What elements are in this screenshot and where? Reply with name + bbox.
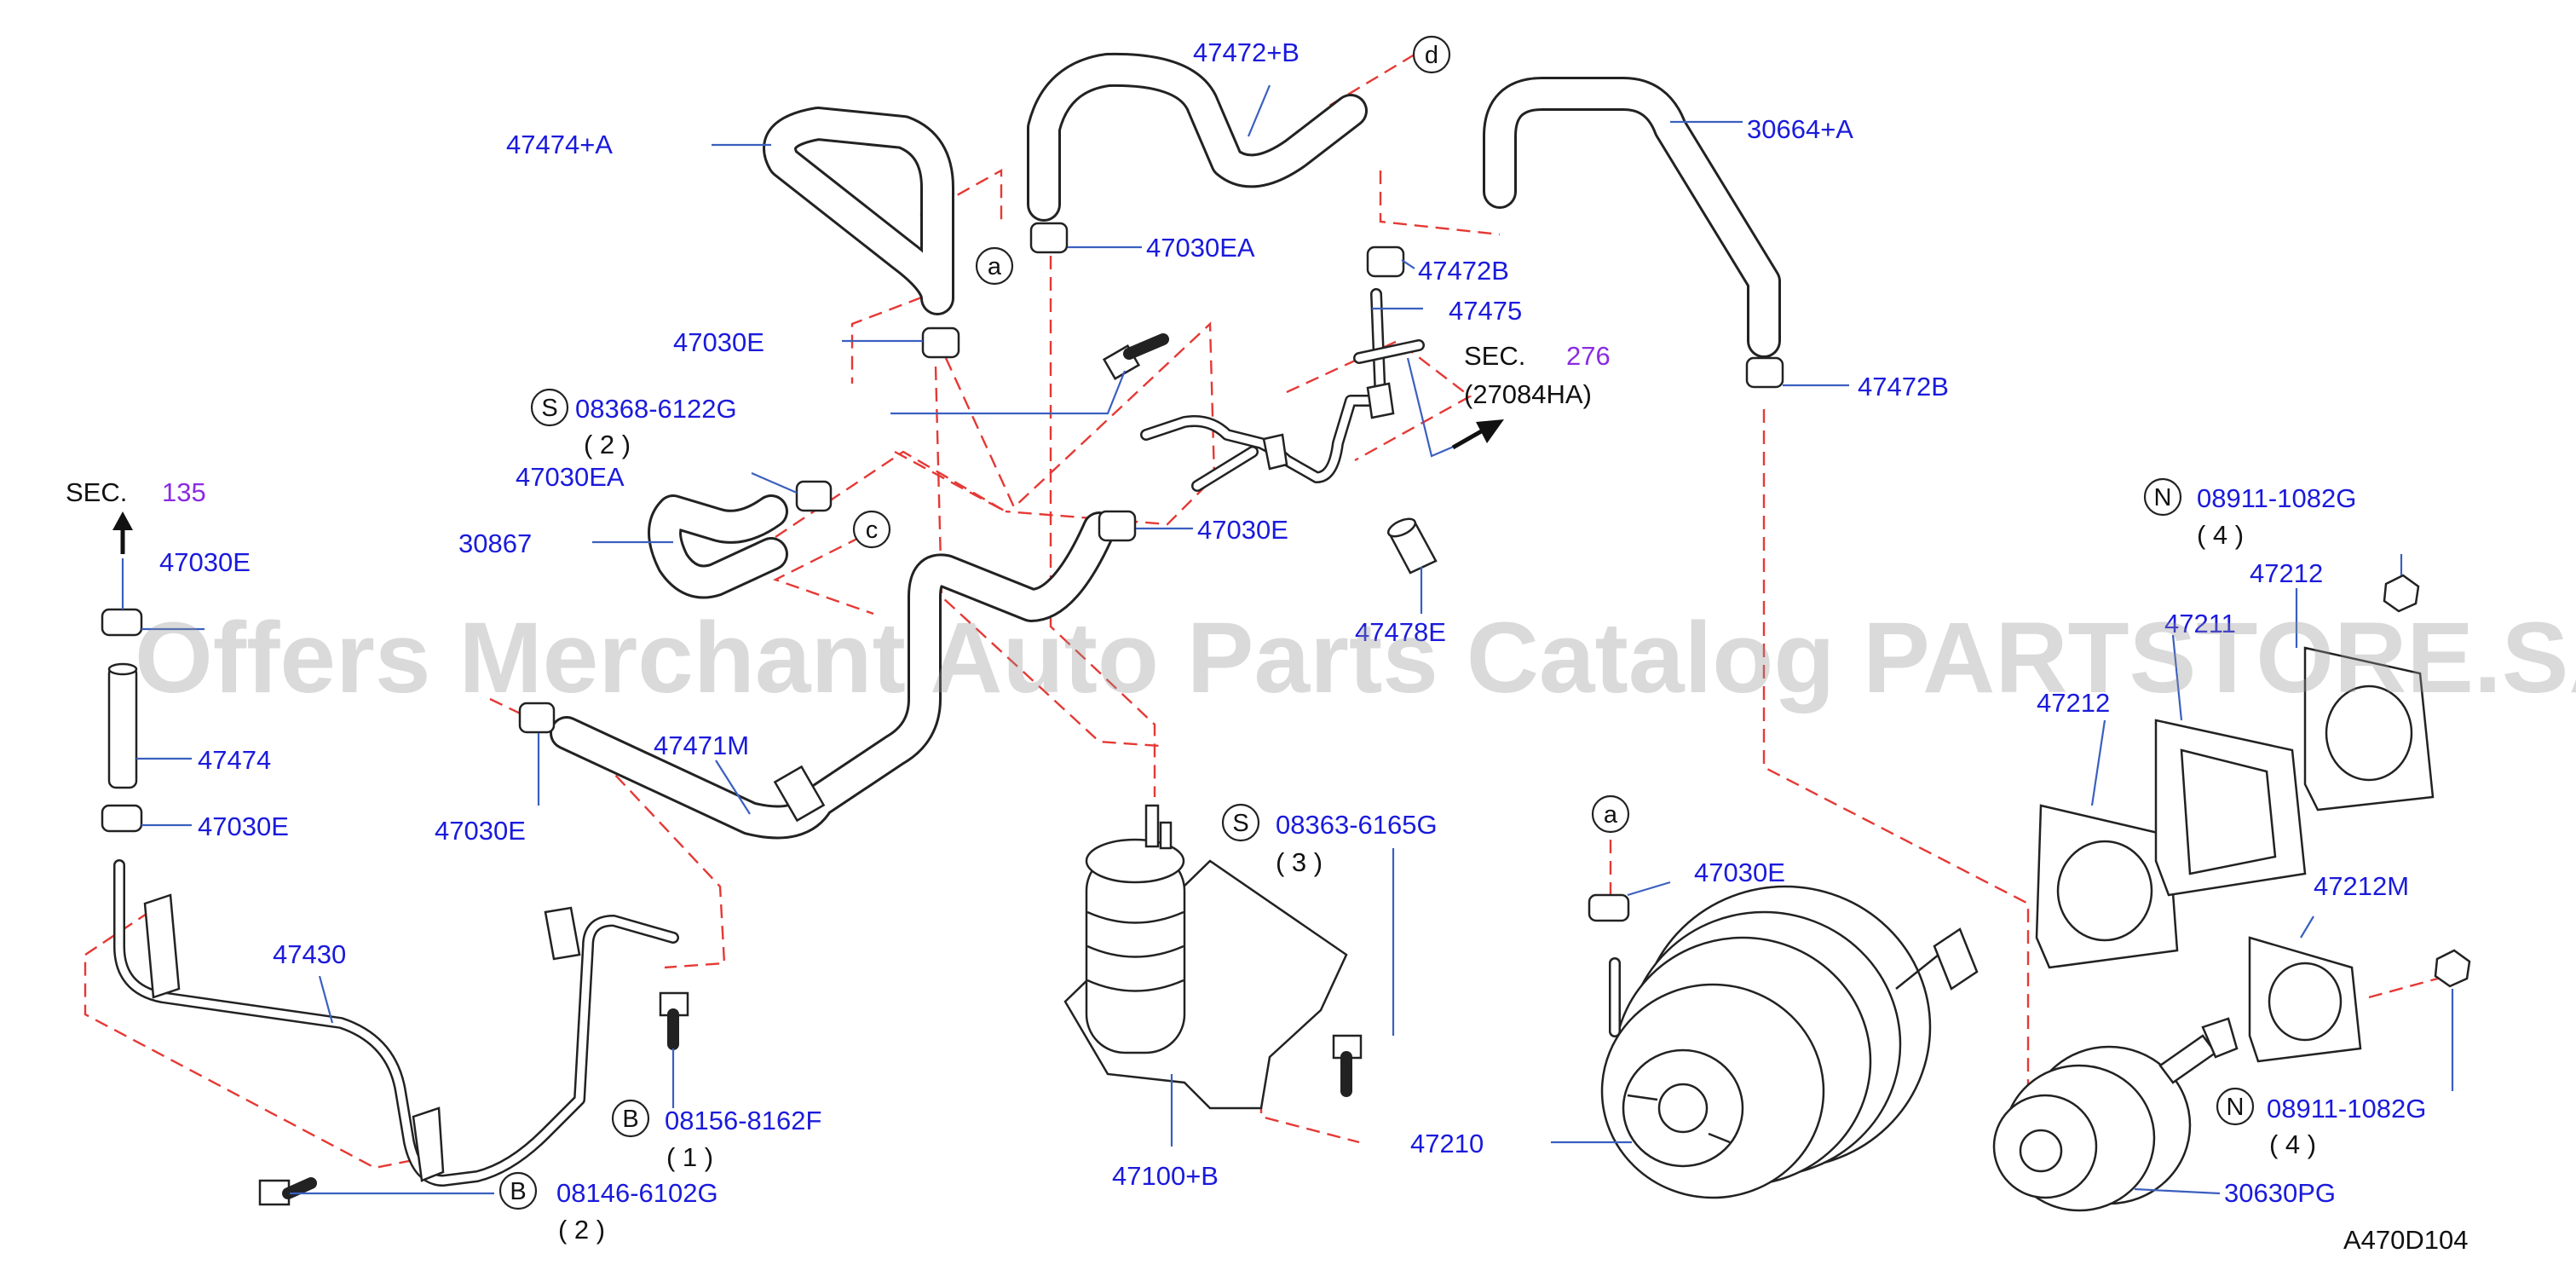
canister-47100b	[1063, 804, 1348, 1110]
hose-30664-a	[1483, 77, 1781, 358]
gasket-47212-top	[2303, 646, 2435, 812]
label-47211: 47211	[2164, 609, 2236, 638]
gasket-47212m	[2248, 936, 2362, 1063]
ref-a-2: a	[1604, 801, 1618, 829]
booster-47210	[1600, 885, 1979, 1199]
label-47030e-left1: 47030E	[159, 547, 251, 577]
sec-right-ref: (27084HA)	[1464, 379, 1592, 409]
label-47474: 47474	[198, 745, 271, 775]
label-47474a: 47474+A	[506, 130, 613, 159]
bolt-08156	[659, 991, 689, 1050]
part-labels: 47474+A 47472+B 30664+A 47030EA 47472B 4…	[159, 38, 2426, 1245]
sec-left-number[interactable]: 135	[162, 477, 206, 507]
circled-symbols	[498, 35, 2255, 1210]
bolt-08368	[1102, 333, 1169, 380]
qty-08911-top: ( 4 )	[2197, 520, 2244, 550]
sec-right-word: SEC.	[1464, 341, 1525, 371]
label-47472b-b: 47472B	[1858, 372, 1949, 401]
label-47030e-left2: 47030E	[198, 812, 289, 841]
label-47100b: 47100+B	[1112, 1161, 1219, 1191]
label-47212-top: 47212	[2250, 558, 2323, 588]
bolt-08363	[1332, 1034, 1363, 1097]
label-08156: 08156-8162F	[665, 1106, 821, 1135]
label-08146: 08146-6102G	[556, 1178, 718, 1208]
qty-08368: ( 2 )	[584, 430, 631, 459]
hose-47471m	[550, 511, 1116, 840]
gasket-47212-left	[2035, 804, 2179, 969]
spacer-47211	[2154, 719, 2307, 897]
label-47030ea-top: 47030EA	[1146, 233, 1255, 263]
label-47210: 47210	[1410, 1129, 1484, 1158]
label-47030e-hose: 47030E	[435, 816, 526, 846]
label-08911-bot: 08911-1082G	[2267, 1094, 2426, 1123]
ref-c: c	[866, 517, 879, 544]
label-47430: 47430	[273, 939, 346, 969]
ref-d: d	[1425, 42, 1438, 69]
label-47471m: 47471M	[654, 731, 749, 760]
clamps	[101, 222, 1784, 922]
symbol-s-1: S	[541, 395, 557, 422]
pipe-sec-276	[1406, 357, 1462, 458]
label-30630pg: 30630PG	[2224, 1178, 2336, 1208]
label-08363: 08363-6165G	[1276, 810, 1438, 840]
arrow-sec-135	[112, 511, 133, 554]
qty-08911-bot: ( 4 )	[2269, 1129, 2316, 1159]
qty-08156: ( 1 )	[666, 1142, 713, 1172]
arrow-sec-276	[1451, 419, 1504, 450]
leader-lines	[121, 84, 2454, 1195]
label-47030e-boost: 47030E	[1694, 858, 1785, 887]
hose-47472-b	[1027, 52, 1368, 222]
hose-30867	[648, 494, 788, 599]
pipe-47475-assembly	[1140, 288, 1425, 492]
symbol-n-2: N	[2227, 1094, 2245, 1121]
label-08368: 08368-6122G	[575, 394, 737, 424]
nut-08911-bot	[2434, 949, 2471, 988]
label-47212-left: 47212	[2037, 688, 2110, 718]
label-30664a: 30664+A	[1747, 114, 1853, 144]
booster-30630pg	[1992, 1017, 2239, 1212]
tube-47474	[107, 662, 138, 789]
label-47212m: 47212M	[2314, 871, 2409, 901]
label-30867: 30867	[458, 529, 532, 558]
diagram-code: A470D104	[2343, 1225, 2469, 1255]
sec-left-word: SEC.	[66, 477, 127, 507]
label-47030e-mid: 47030E	[1197, 515, 1288, 545]
pipe-47430	[113, 859, 679, 1187]
symbol-n-1: N	[2154, 484, 2172, 511]
symbol-b-2: B	[510, 1178, 526, 1205]
sec-right-number[interactable]: 276	[1566, 341, 1611, 371]
label-47030e-top: 47030E	[673, 327, 764, 357]
section-references: SEC. 135 SEC. 276 (27084HA)	[66, 341, 1611, 507]
ref-a-1: a	[988, 253, 1002, 280]
nut-08911-top	[2383, 574, 2420, 613]
label-47472b-plus: 47472+B	[1193, 38, 1300, 67]
qty-08363: ( 3 )	[1276, 847, 1323, 877]
label-47472b-a: 47472B	[1418, 256, 1509, 286]
label-47478e: 47478E	[1355, 617, 1446, 647]
watermark-text: Offers Merchant Auto Parts Catalog PARTS…	[135, 602, 2576, 714]
dashed-guide-lines	[84, 53, 2464, 1170]
symbol-b-1: B	[622, 1106, 638, 1133]
label-47475: 47475	[1449, 296, 1522, 326]
tube-47478e	[1386, 517, 1438, 575]
hose-47474-a	[763, 107, 954, 315]
qty-08146: ( 2 )	[558, 1215, 605, 1245]
label-08911-top: 08911-1082G	[2197, 483, 2356, 513]
symbol-s-2: S	[1232, 810, 1248, 837]
bolt-08146	[258, 1177, 317, 1206]
symbol-letters: S S B B N N a c d a	[510, 42, 2244, 1205]
label-47030ea-mid: 47030EA	[516, 462, 625, 492]
